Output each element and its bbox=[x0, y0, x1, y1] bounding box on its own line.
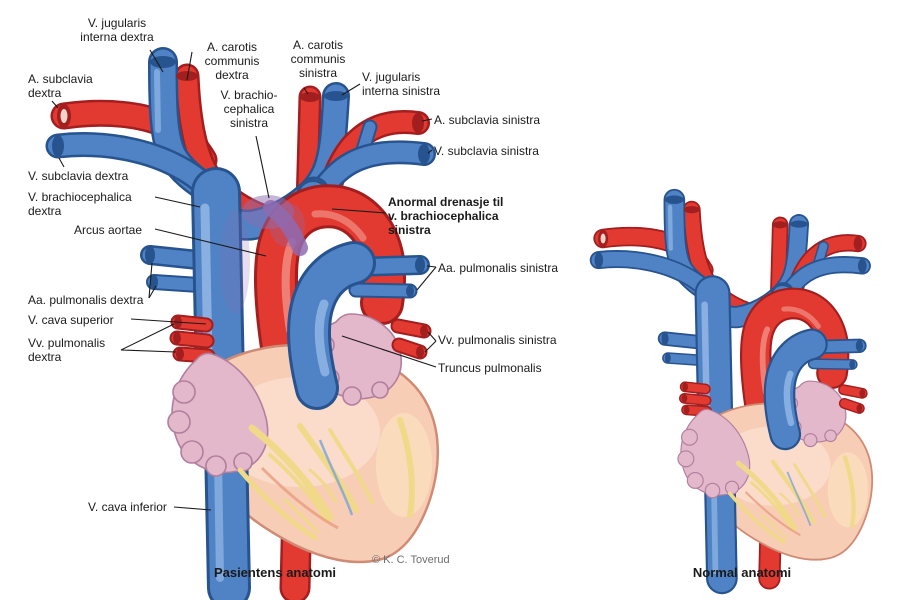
label-vv-pulmonalis-sinistra: Vv. pulmonalis sinistra bbox=[438, 333, 557, 347]
label-v-cava-inferior: V. cava inferior bbox=[88, 500, 167, 514]
label-a-subclavia-dextra: A. subclavia dextra bbox=[28, 72, 93, 101]
label-aa-pulmonalis-sinistra: Aa. pulmonalis sinistra bbox=[438, 261, 559, 275]
label-v-jugularis-interna-dextra: V. jugularis interna dextra bbox=[80, 16, 154, 45]
label-v-jugularis-interna-sinistra: V. jugularis interna sinistra bbox=[362, 70, 441, 99]
label-vv-pulmonalis-dextra: Vv. pulmonalis dextra bbox=[28, 336, 106, 365]
label-anormal-drenasje: Anormal drenasje til v. brachiocephalica… bbox=[388, 195, 504, 238]
patient-anatomy-figure bbox=[52, 56, 438, 588]
label-arcus-aortae: Arcus aortae bbox=[74, 223, 143, 237]
label-a-subclavia-sinistra: A. subclavia sinistra bbox=[434, 113, 541, 127]
credit-text: © K. C. Toverud bbox=[372, 554, 450, 566]
caption-patient-anatomy: Pasientens anatomi bbox=[213, 565, 337, 580]
normal-anatomy-figure bbox=[594, 195, 872, 578]
label-v-brachiocephalica-sinistra: V. brachio- cephalica sinistra bbox=[220, 88, 278, 131]
label-v-subclavia-sinistra: V. subclavia sinistra bbox=[434, 144, 539, 158]
label-a-carotis-communis-dextra: A. carotis communis dextra bbox=[204, 40, 260, 83]
anomalous-drainage-highlight bbox=[220, 195, 308, 314]
caption-normal-anatomy: Normal anatomi bbox=[692, 565, 792, 580]
label-v-cava-superior: V. cava superior bbox=[28, 313, 114, 327]
label-truncus-pulmonalis: Truncus pulmonalis bbox=[438, 361, 542, 375]
label-v-brachiocephalica-dextra: V. brachiocephalica dextra bbox=[28, 190, 132, 219]
label-a-carotis-communis-sinistra: A. carotis communis sinistra bbox=[290, 38, 346, 81]
label-aa-pulmonalis-dextra: Aa. pulmonalis dextra bbox=[28, 293, 144, 307]
label-v-subclavia-dextra: V. subclavia dextra bbox=[28, 169, 129, 183]
leader-lines bbox=[51, 49, 437, 511]
